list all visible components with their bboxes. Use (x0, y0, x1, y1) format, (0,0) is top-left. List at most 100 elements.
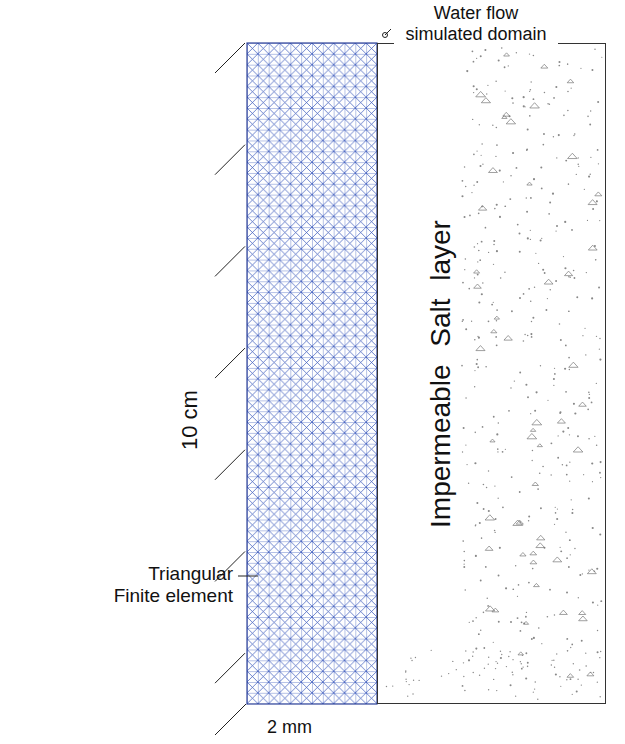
salt-grain (590, 157, 591, 158)
salt-grain (462, 282, 464, 284)
salt-crystal (559, 610, 567, 614)
salt-grain (562, 464, 563, 465)
salt-crystal (504, 53, 510, 56)
salt-crystal (485, 546, 493, 550)
salt-crystal (568, 153, 578, 158)
salt-grain (558, 61, 560, 63)
salt-grain (464, 269, 465, 270)
salt-grain (464, 216, 466, 218)
salt-grain (574, 277, 576, 279)
salt-grain (498, 59, 500, 61)
salt-grain (540, 365, 541, 366)
salt-grain (555, 230, 556, 231)
salt-grain (541, 188, 543, 190)
salt-crystal (485, 606, 494, 611)
salt-grain (566, 592, 568, 594)
salt-grain (509, 651, 510, 652)
salt-grain (478, 250, 480, 252)
salt-grain (564, 267, 566, 269)
salt-grain (568, 310, 570, 312)
salt-grain (566, 638, 568, 640)
salt-grain (592, 481, 593, 482)
salt-grain (497, 451, 498, 452)
salt-grain (495, 518, 497, 520)
salt-grain (527, 666, 529, 668)
salt-grain (573, 135, 574, 136)
salt-grain (600, 477, 601, 478)
salt-grain (558, 134, 560, 136)
salt-grain (418, 680, 419, 681)
salt-grain (559, 412, 561, 414)
salt-grain (475, 432, 477, 434)
salt-grain (557, 508, 558, 509)
salt-crystal (527, 182, 532, 185)
salt-grain (554, 524, 555, 525)
salt-grain (484, 49, 486, 51)
salt-grain (504, 66, 506, 68)
salt-crystal (503, 112, 510, 116)
salt-grain (597, 149, 599, 151)
salt-grain (520, 630, 522, 632)
salt-grain (550, 289, 551, 290)
salt-grain (599, 472, 601, 474)
salt-grain (496, 433, 498, 435)
salt-grain (572, 509, 573, 510)
dimension-tick (215, 450, 245, 480)
salt-grain (494, 208, 496, 210)
salt-crystal (557, 419, 565, 423)
salt-grain (476, 502, 478, 504)
salt-grain (482, 426, 484, 428)
salt-grain (465, 650, 466, 651)
salt-grain (600, 461, 602, 463)
salt-grain (599, 338, 600, 339)
salt-grain (527, 129, 529, 131)
salt-grain (495, 336, 497, 338)
salt-grain (496, 204, 498, 206)
salt-grain (480, 165, 482, 167)
salt-grain (511, 476, 513, 478)
leader-line (385, 29, 391, 35)
salt-grain (569, 461, 570, 462)
salt-grain (483, 647, 485, 649)
salt-grain (493, 302, 494, 303)
salt-grain (515, 695, 516, 696)
salt-grain (479, 675, 480, 676)
salt-grain (519, 251, 521, 253)
salt-grain (528, 515, 530, 517)
salt-grain (574, 412, 576, 414)
salt-crystal (518, 652, 524, 655)
salt-grain (581, 684, 582, 685)
salt-grain (597, 651, 599, 653)
salt-crystal (474, 284, 482, 288)
salt-grain (592, 601, 594, 603)
salt-grain (592, 527, 594, 529)
salt-grain (596, 200, 598, 202)
salt-grain (528, 288, 530, 290)
salt-grain (543, 133, 545, 135)
salt-grain (410, 657, 411, 658)
salt-grain (527, 335, 529, 337)
salt-grain (474, 462, 476, 464)
salt-grain (518, 584, 520, 586)
salt-grain (531, 638, 533, 640)
salt-grain (533, 98, 535, 100)
salt-grain (478, 301, 480, 303)
salt-grain (505, 587, 507, 589)
salt-grain (583, 474, 584, 475)
salt-grain (588, 397, 590, 399)
salt-grain (595, 259, 597, 261)
salt-grain (498, 621, 500, 623)
salt-grain (474, 386, 475, 387)
salt-grain (567, 427, 569, 429)
salt-grain (565, 391, 567, 393)
dimension-tick (215, 246, 245, 276)
salt-grain (544, 92, 545, 93)
salt-grain (537, 699, 538, 700)
salt-grain (491, 304, 493, 306)
salt-crystal (530, 428, 535, 431)
salt-grain (529, 115, 531, 117)
salt-grain (551, 664, 552, 665)
salt-grain (526, 612, 527, 613)
salt-grain (462, 685, 464, 687)
salt-grain (411, 660, 412, 661)
